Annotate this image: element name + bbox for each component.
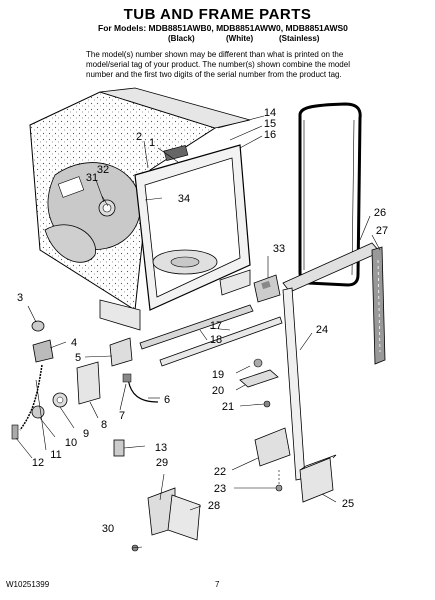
model-list: For Models: MDB8851AWB0, MDB8851AWW0, MD… (98, 23, 348, 33)
frame-rails (99, 269, 251, 331)
callout-7: 7 (119, 410, 125, 422)
callout-32: 32 (97, 164, 109, 176)
callout-26: 26 (374, 207, 386, 219)
panel-28 (167, 494, 201, 541)
hinge-bracket (253, 274, 281, 303)
color-label-stainless: (Stainless) (279, 34, 320, 43)
rail-18 (139, 304, 254, 350)
switch-4 (32, 339, 54, 363)
callout-6: 6 (164, 394, 170, 406)
callout-33: 33 (273, 243, 285, 255)
bracket-5 (109, 337, 133, 367)
bracket-22 (254, 427, 291, 467)
callout-13: 13 (155, 442, 167, 454)
callout-16: 16 (264, 129, 276, 141)
page-number: 7 (215, 580, 220, 589)
callout-23: 23 (214, 483, 226, 495)
callout-22: 22 (214, 466, 226, 478)
bracket-19 (239, 369, 279, 388)
part-3-plug (31, 320, 45, 332)
rail-17 (159, 316, 283, 367)
bracket-25 (299, 457, 334, 503)
wire-harness (127, 377, 159, 403)
callout-14: 14 (264, 107, 276, 119)
washer-10 (31, 405, 45, 419)
callout-20: 20 (212, 385, 224, 397)
callout-8: 8 (101, 419, 107, 431)
callout-3: 3 (17, 292, 23, 304)
callout-25: 25 (342, 498, 354, 510)
clip-13 (113, 439, 125, 457)
callout-29: 29 (156, 457, 168, 469)
plate-8 (76, 361, 101, 405)
callout-28: 28 (208, 500, 220, 512)
callout-30: 30 (102, 523, 114, 535)
callout-31: 31 (86, 172, 98, 184)
side-trim (371, 246, 386, 365)
page-title: TUB AND FRAME PARTS (123, 6, 312, 23)
door-cable (19, 364, 43, 431)
tub-front-frame (134, 144, 251, 311)
callout-2: 2 (136, 131, 142, 143)
callout-9: 9 (83, 428, 89, 440)
callout-27: 27 (376, 225, 388, 237)
callout-11: 11 (50, 449, 61, 461)
callout-12: 12 (32, 457, 44, 469)
leader-lines (15, 115, 381, 549)
callout-24: 24 (316, 324, 328, 336)
color-label-black: (Black) (168, 34, 195, 43)
callout-1: 1 (149, 137, 155, 149)
callout-21: 21 (222, 401, 234, 413)
document-number: W10251399 (6, 580, 50, 589)
callout-5: 5 (75, 352, 81, 364)
callout-4: 4 (71, 337, 77, 349)
callout-17: 17 (210, 320, 222, 332)
callout-15: 15 (264, 118, 276, 130)
callout-34: 34 (178, 193, 190, 205)
model-note: The model(s) number shown may be differe… (86, 50, 350, 79)
color-label-white: (White) (226, 34, 254, 43)
tub-side-wall (44, 162, 141, 263)
callout-labels: 1 2 3 4 5 6 7 8 9 10 11 12 13 14 15 16 1… (17, 107, 388, 535)
callout-19: 19 (212, 369, 224, 381)
callout-10: 10 (65, 437, 77, 449)
callout-18: 18 (210, 334, 222, 346)
